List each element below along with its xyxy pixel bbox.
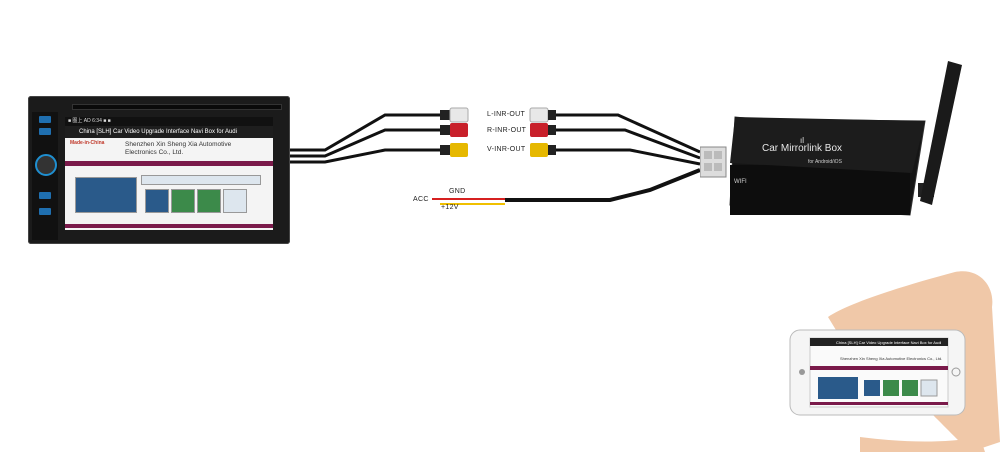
wifi-antenna [918, 61, 962, 205]
box-body [730, 117, 925, 215]
phone-screen: China [SLH] Car Video Upgrade Interface … [810, 338, 948, 407]
r-out-label: R-INR-OUT [487, 127, 526, 134]
v12-label: +12V [441, 204, 459, 211]
product-banner [75, 175, 263, 215]
l-out-label: L-INR-OUT [487, 111, 525, 118]
rca-plug-right-yellow [530, 143, 556, 157]
mirrorlink-box: ıl Car Mirrorlink Box for Android/iOS WI… [700, 55, 1000, 235]
site-nav-bar [65, 161, 273, 166]
l-out-cable-right [552, 115, 700, 152]
smartphone-in-hand: China [SLH] Car Video Upgrade Interface … [780, 262, 1000, 462]
r-out-cable [290, 130, 440, 156]
browser-title: China [SLH] Car Video Upgrade Interface … [65, 126, 273, 138]
eject-button [39, 116, 51, 123]
product-thumb-2 [171, 189, 195, 213]
rca-plug-left-red [440, 123, 468, 137]
product-image [75, 177, 137, 213]
acc-label: ACC [413, 196, 429, 203]
brand-logo: Made-in-China [70, 140, 104, 146]
l-out-cable [290, 115, 440, 150]
disc-slot [72, 104, 282, 110]
rca-plug-right-white [530, 108, 556, 122]
phone-browser-title: China [SLH] Car Video Upgrade Interface … [836, 340, 941, 345]
volume-knob [35, 154, 57, 176]
phone-company-name: Shenzhen Xin Sheng Xia Automotive Electr… [840, 356, 942, 361]
product-thumb-4 [223, 189, 247, 213]
v-out-label: V-INR-OUT [487, 146, 525, 153]
head-unit-screen: ■ 图上 AD 6:34 ■ ■ China [SLH] Car Video U… [65, 117, 273, 230]
box-title: Car Mirrorlink Box [762, 143, 842, 154]
menu-button [39, 128, 51, 135]
footer-bar [65, 224, 273, 228]
power-cable [505, 170, 700, 200]
rca-plug-left-white [440, 108, 468, 122]
wifi-label: WIFI [734, 179, 747, 185]
nav-button [39, 208, 51, 215]
r-out-cable-right [552, 130, 700, 158]
rca-plug-left-yellow [440, 143, 468, 157]
rca-plug-right-red [530, 123, 556, 137]
src-button [39, 192, 51, 199]
box-subtitle: for Android/iOS [808, 159, 843, 165]
status-bar: ■ 图上 AD 6:34 ■ ■ [65, 117, 273, 126]
product-thumb-1 [145, 189, 169, 213]
v-out-cable-right [552, 150, 700, 164]
product-thumb-3 [197, 189, 221, 213]
banner-heading [141, 175, 261, 185]
control-panel [32, 112, 58, 240]
box-connectors [700, 147, 726, 177]
gnd-label: GND [449, 188, 465, 195]
